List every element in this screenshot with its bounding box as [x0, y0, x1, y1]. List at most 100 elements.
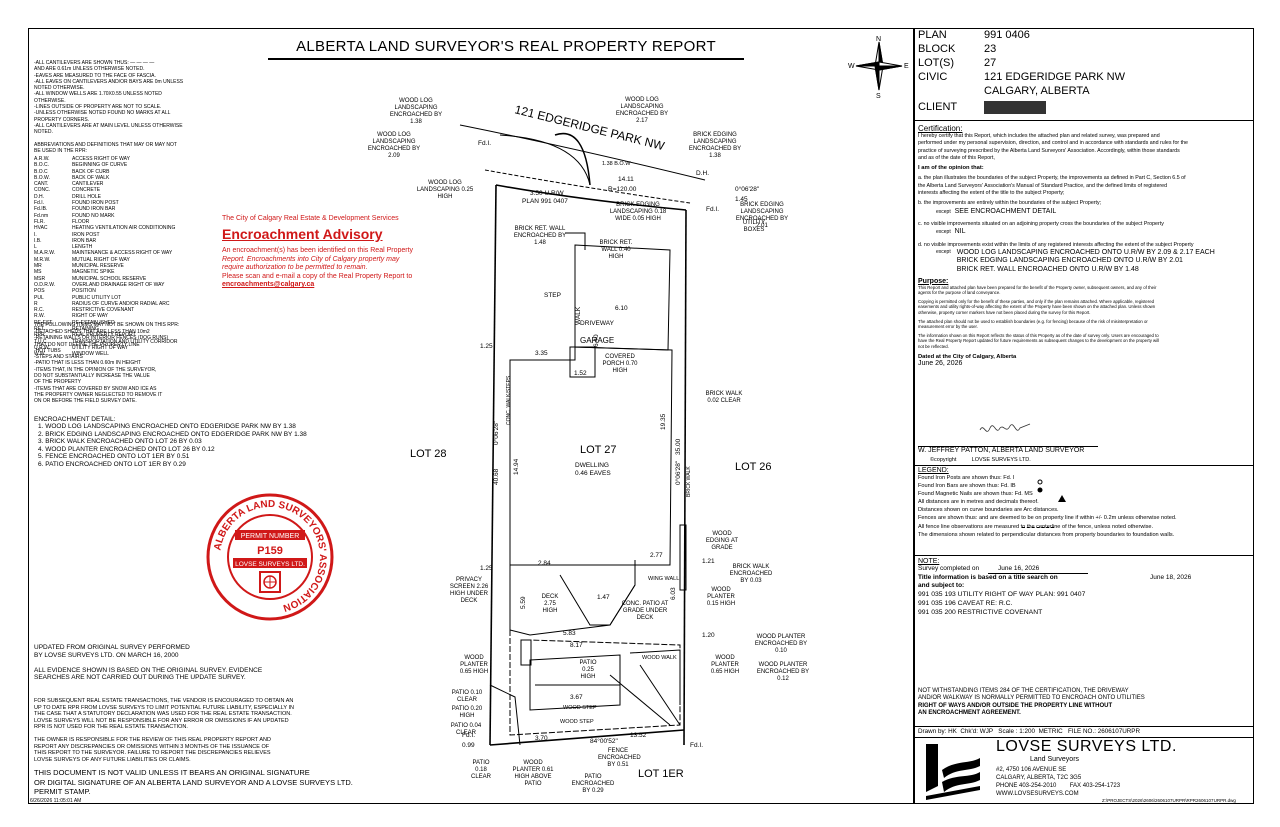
wood-edging-outline — [679, 524, 687, 591]
callout-wood-planter-enc012: WOOD PLANTER ENCROACHED BY 0.12 — [756, 662, 810, 682]
advisory-title: Encroachment Advisory — [222, 226, 383, 242]
dh-label: D.H. — [696, 170, 709, 177]
urw-line — [484, 169, 691, 204]
abbrev-row: U.R.W.UTILITY RIGHT OF WAY — [34, 344, 128, 351]
dim-3-70: 3.70 — [535, 735, 548, 742]
cert-item-a-line: the Alberta Land Surveyors' Association'… — [918, 182, 1168, 189]
vendor-line: UP TO DATE RPR FROM LOVSE SURVEYS TO LIM… — [34, 704, 295, 711]
callout-patio-020: PATIO 0.20 HIGH — [451, 706, 483, 719]
nwst-note: NOT WITHSTANDING ITEMS 284 OF THE CERTIF… — [918, 688, 1250, 717]
surveyor-name: W. JEFFREY PATTON, ALBERTA LAND SURVEYOR — [918, 447, 1085, 454]
abbrev-row: R.W.RIGHT OF WAY — [34, 313, 109, 320]
dim-1-45: 1.45 — [735, 196, 748, 203]
deck-outline — [509, 560, 636, 636]
dim-3-67: 3.67 — [570, 694, 583, 701]
callout-wood-planter-061: WOOD PLANTER 0.61 HIGH ABOVE PATIO — [512, 760, 554, 787]
dim-35-00: 35.00 — [675, 438, 682, 455]
legend-line: All fence line observations are measured… — [918, 523, 1154, 530]
callout-wood-planter-015: WOOD PLANTER 0.15 HIGH — [706, 587, 736, 607]
file-path: Z:\PROJECTS\2026\2606\2606107URPR\RPR260… — [1102, 798, 1236, 803]
not-shown-line: DO NOT SUBSTANTIALLY INCREASE THE VALUE — [34, 373, 150, 380]
not-shown-line: -PATIO THAT IS LESS THAN 0.60m IN HEIGHT — [34, 360, 141, 367]
callout-patio-enc: PATIO ENCROACHED BY 0.29 — [571, 774, 615, 794]
dim-5-83: 5.83 — [563, 630, 576, 637]
owner-line: LOVSE SURVEYS OF ANY FUTURE LIABILITIES … — [34, 756, 191, 763]
validity-line: OR DIGITAL SIGNATURE OF AN ALBERTA LAND … — [34, 777, 353, 787]
abbrev-row: CANT.CANTILEVER — [34, 181, 104, 188]
note-line: AND ARE 0.61m UNLESS OTHERWISE NOTED. — [34, 66, 145, 73]
dim-1-21: 1.21 — [702, 558, 715, 565]
note-line: -UNLESS OTHERWISE NOTED FOUND NO MARKS A… — [34, 110, 171, 117]
note-item: 991 035 196 CAVEAT RE: R.C. — [918, 600, 1013, 607]
fdi-bottom-left: Fd.I. — [462, 732, 475, 739]
abbrev-row: RE-EST.RE-ESTABLISHED — [34, 319, 115, 326]
compass-s: S — [876, 93, 881, 98]
abbrev-row: A.R.W.ACCESS RIGHT OF WAY — [34, 156, 130, 162]
company-website-link[interactable]: WWW.LOVSESURVEYS.COM — [996, 791, 1079, 797]
legend-line: All distances are in metres and decimals… — [918, 499, 1039, 506]
abbrev-row: W.W.WINDOW WELL — [34, 351, 109, 358]
abbrev-row: D.H.DRILL HOLE — [34, 193, 101, 200]
not-shown-line: THAT DO NOT DEFINE THE PROPERTY LINE — [34, 341, 140, 348]
cert-copy-line: Copying is permitted only for the benefi… — [918, 298, 1154, 304]
encroachment-email-link[interactable]: encroachments@calgary.ca — [222, 281, 315, 289]
step-label: STEP — [544, 292, 561, 299]
side-bearing-left: 0°06'28" — [492, 420, 500, 445]
dim-1-20: 1.20 — [702, 632, 715, 639]
nwst-line: AND/OR WALKWAY IS NORMALLY PERMITTED TO … — [918, 695, 1145, 702]
abbrev-row: RET.RETAINING — [34, 326, 99, 333]
callout-brick-ret2: BRICK RET. WALL 0.40 HIGH — [599, 240, 633, 260]
bow-label: 1.38 B.O.W — [602, 161, 631, 167]
side-bearing-right: 0°06'28" — [674, 460, 682, 485]
updated-line: ALL EVIDENCE SHOWN IS BASED ON THE ORIGI… — [34, 666, 263, 674]
callout-wood-planter-enc010: WOOD PLANTER ENCROACHED BY 0.10 — [754, 634, 808, 654]
owner-line: THIS REPORT TO THE SURVEYOR. FAILURE TO … — [34, 750, 271, 757]
cert-intro-line: and as of the date of this Report, — [918, 154, 995, 161]
not-shown-line: THE PROPERTY OWNER NEGLECTED TO REMOVE I… — [34, 391, 163, 398]
permit-seal: ALBERTA LAND SURVEYORS' ASSOCIATION PERM… — [205, 492, 335, 622]
note-line: -ALL CANTILEVERS ARE SHOWN THUS: — — — — — [34, 60, 155, 66]
fdi-top-left: Fd.I. — [478, 140, 491, 147]
planter-outline — [520, 639, 532, 666]
callout-wood-planter-065: WOOD PLANTER 0.65 HIGH — [459, 655, 489, 675]
vendor-line: LOVSE SURVEYS WILL NOT BE RESPONSIBLE FO… — [34, 717, 289, 724]
callout-patio-025: PATIO 0.25 HIGH — [579, 660, 597, 680]
fdi-top-right: Fd.I. — [706, 206, 719, 213]
legend-line: Found Magnetic Nails are shown thus: Fd.… — [918, 491, 1033, 498]
dim-13-52: 13.52 — [630, 732, 647, 739]
dim-6-10: 6.10 — [615, 305, 628, 312]
abbrev-row: FLR.FLOOR — [34, 218, 90, 225]
abbrev-row: CONC.CONCRETE — [34, 187, 101, 194]
cert-purpose-line: agents for the purpose of land conveyanc… — [918, 290, 1001, 296]
fdi-bottom-right: Fd.I. — [690, 742, 703, 749]
not-shown-line: -STEPS AND STAIRS — [34, 354, 83, 361]
lot1er-label: LOT 1ER — [638, 768, 684, 780]
cert-item-d-value: BRICK EDGING LANDSCAPING ENCROACHED ONTO… — [956, 257, 1183, 265]
dim-6-03: 6.03 — [670, 587, 677, 600]
abbrev-row: I.B.IRON BAR — [34, 237, 97, 244]
callout-wood-planter-r: WOOD PLANTER 0.65 HIGH — [710, 655, 740, 675]
callout-wood-edging: WOOD EDGING AT GRADE — [705, 531, 739, 551]
abbrev-row: B.O.C.BEGINNING OF CURVE — [34, 162, 128, 169]
validity-line: THIS DOCUMENT IS NOT VALID UNLESS IT BEA… — [34, 768, 310, 777]
cert-info-line: The information shown on this Report ref… — [918, 332, 1159, 338]
dim-1-25-bottom: 1.25 — [480, 565, 493, 572]
wing-wall-label: WING WALL — [648, 576, 679, 582]
arc-label: 14.11 — [618, 176, 634, 183]
west-property-line — [489, 184, 497, 746]
seal-permit-number: P159 — [257, 545, 283, 557]
cert-info-line: have the Real Property Report updated fo… — [918, 338, 1160, 344]
owner-line: REPORT ANY DISCREPANCIES OR OMISSIONS WI… — [34, 743, 270, 750]
seal-permit-label: PERMIT NUMBER — [241, 533, 300, 540]
note-section: NOTE: Survey completed on June 16, 2026 … — [918, 558, 1250, 617]
encroachment-line: 3. BRICK WALK ENCROACHED ONTO LOT 26 BY … — [38, 438, 202, 445]
note-line: -ALL CANTILEVERS ARE AT MAIN LEVEL UNLES… — [34, 122, 183, 129]
city-header: The City of Calgary Real Estate & Develo… — [222, 215, 399, 222]
seal-firm: LOVSE SURVEYS LTD. — [235, 561, 305, 568]
callout-brick-edge-1: BRICK EDGING LANDSCAPING ENCROACHED BY 1… — [688, 132, 742, 159]
